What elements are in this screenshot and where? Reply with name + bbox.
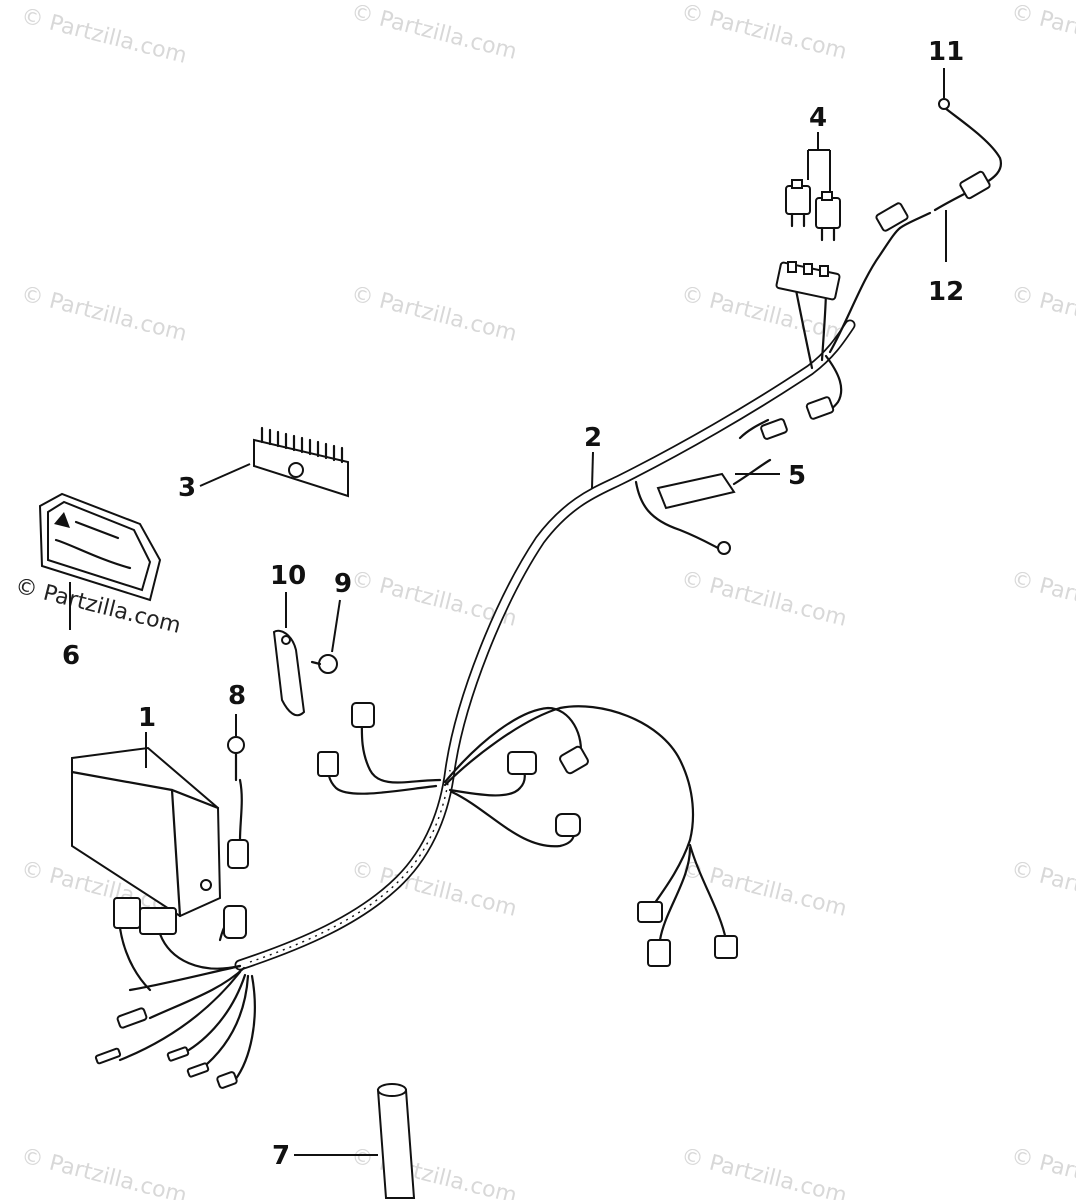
callout-12: 12 bbox=[928, 277, 964, 307]
watermark: © Partzilla.com bbox=[349, 282, 520, 347]
watermark-layer: © Partzilla.com © Partzilla.com © Partzi… bbox=[19, 0, 1076, 1200]
callouts: 1 2 3 4 5 6 7 8 9 10 11 12 bbox=[62, 37, 964, 1171]
control-module bbox=[70, 746, 242, 992]
watermark: © Partzilla.com bbox=[1009, 857, 1076, 922]
regulator bbox=[253, 426, 349, 498]
callout-5: 5 bbox=[788, 461, 806, 491]
watermark: © Partzilla.com bbox=[349, 857, 520, 922]
watermark: © Partzilla.com bbox=[679, 857, 850, 922]
watermark: © Partzilla.com bbox=[349, 0, 520, 65]
bulb-socket bbox=[227, 736, 249, 869]
watermark: © Partzilla.com bbox=[1009, 567, 1076, 632]
watermark: © Partzilla.com bbox=[679, 1144, 850, 1200]
callout-3: 3 bbox=[178, 473, 196, 503]
screw bbox=[310, 654, 338, 674]
relay-socket-connector bbox=[760, 261, 841, 440]
sleeve bbox=[376, 1083, 416, 1199]
watermark: © Partzilla.com bbox=[19, 282, 190, 347]
callout-9: 9 bbox=[334, 569, 352, 599]
watermark: © Partzilla.com bbox=[1009, 282, 1076, 347]
lower-left-leads bbox=[94, 905, 256, 1089]
watermark: © Partzilla.com bbox=[19, 1144, 190, 1200]
relays bbox=[785, 179, 841, 242]
ground-lead bbox=[875, 98, 991, 232]
leader-lines bbox=[69, 68, 947, 1156]
watermark: © Partzilla.com bbox=[349, 1144, 520, 1200]
callout-7: 7 bbox=[272, 1141, 290, 1171]
connector-block bbox=[656, 458, 772, 555]
callout-4: 4 bbox=[809, 103, 827, 133]
bracket bbox=[272, 629, 306, 717]
branch-wires bbox=[326, 705, 728, 942]
callout-10: 10 bbox=[270, 561, 306, 591]
watermark: © Partzilla.com bbox=[679, 0, 850, 65]
watermark: © Partzilla.com bbox=[1009, 1144, 1076, 1200]
decal bbox=[38, 492, 162, 602]
callout-6: 6 bbox=[62, 641, 80, 671]
watermark: © Partzilla.com bbox=[679, 567, 850, 632]
callout-2: 2 bbox=[584, 423, 602, 453]
branch-connectors bbox=[317, 702, 738, 967]
callout-1: 1 bbox=[138, 703, 156, 733]
watermark: © Partzilla.com bbox=[19, 4, 190, 69]
callout-11: 11 bbox=[928, 37, 964, 67]
callout-8: 8 bbox=[228, 681, 246, 711]
watermark: © Partzilla.com bbox=[1009, 0, 1076, 65]
main-harness bbox=[234, 106, 1003, 971]
